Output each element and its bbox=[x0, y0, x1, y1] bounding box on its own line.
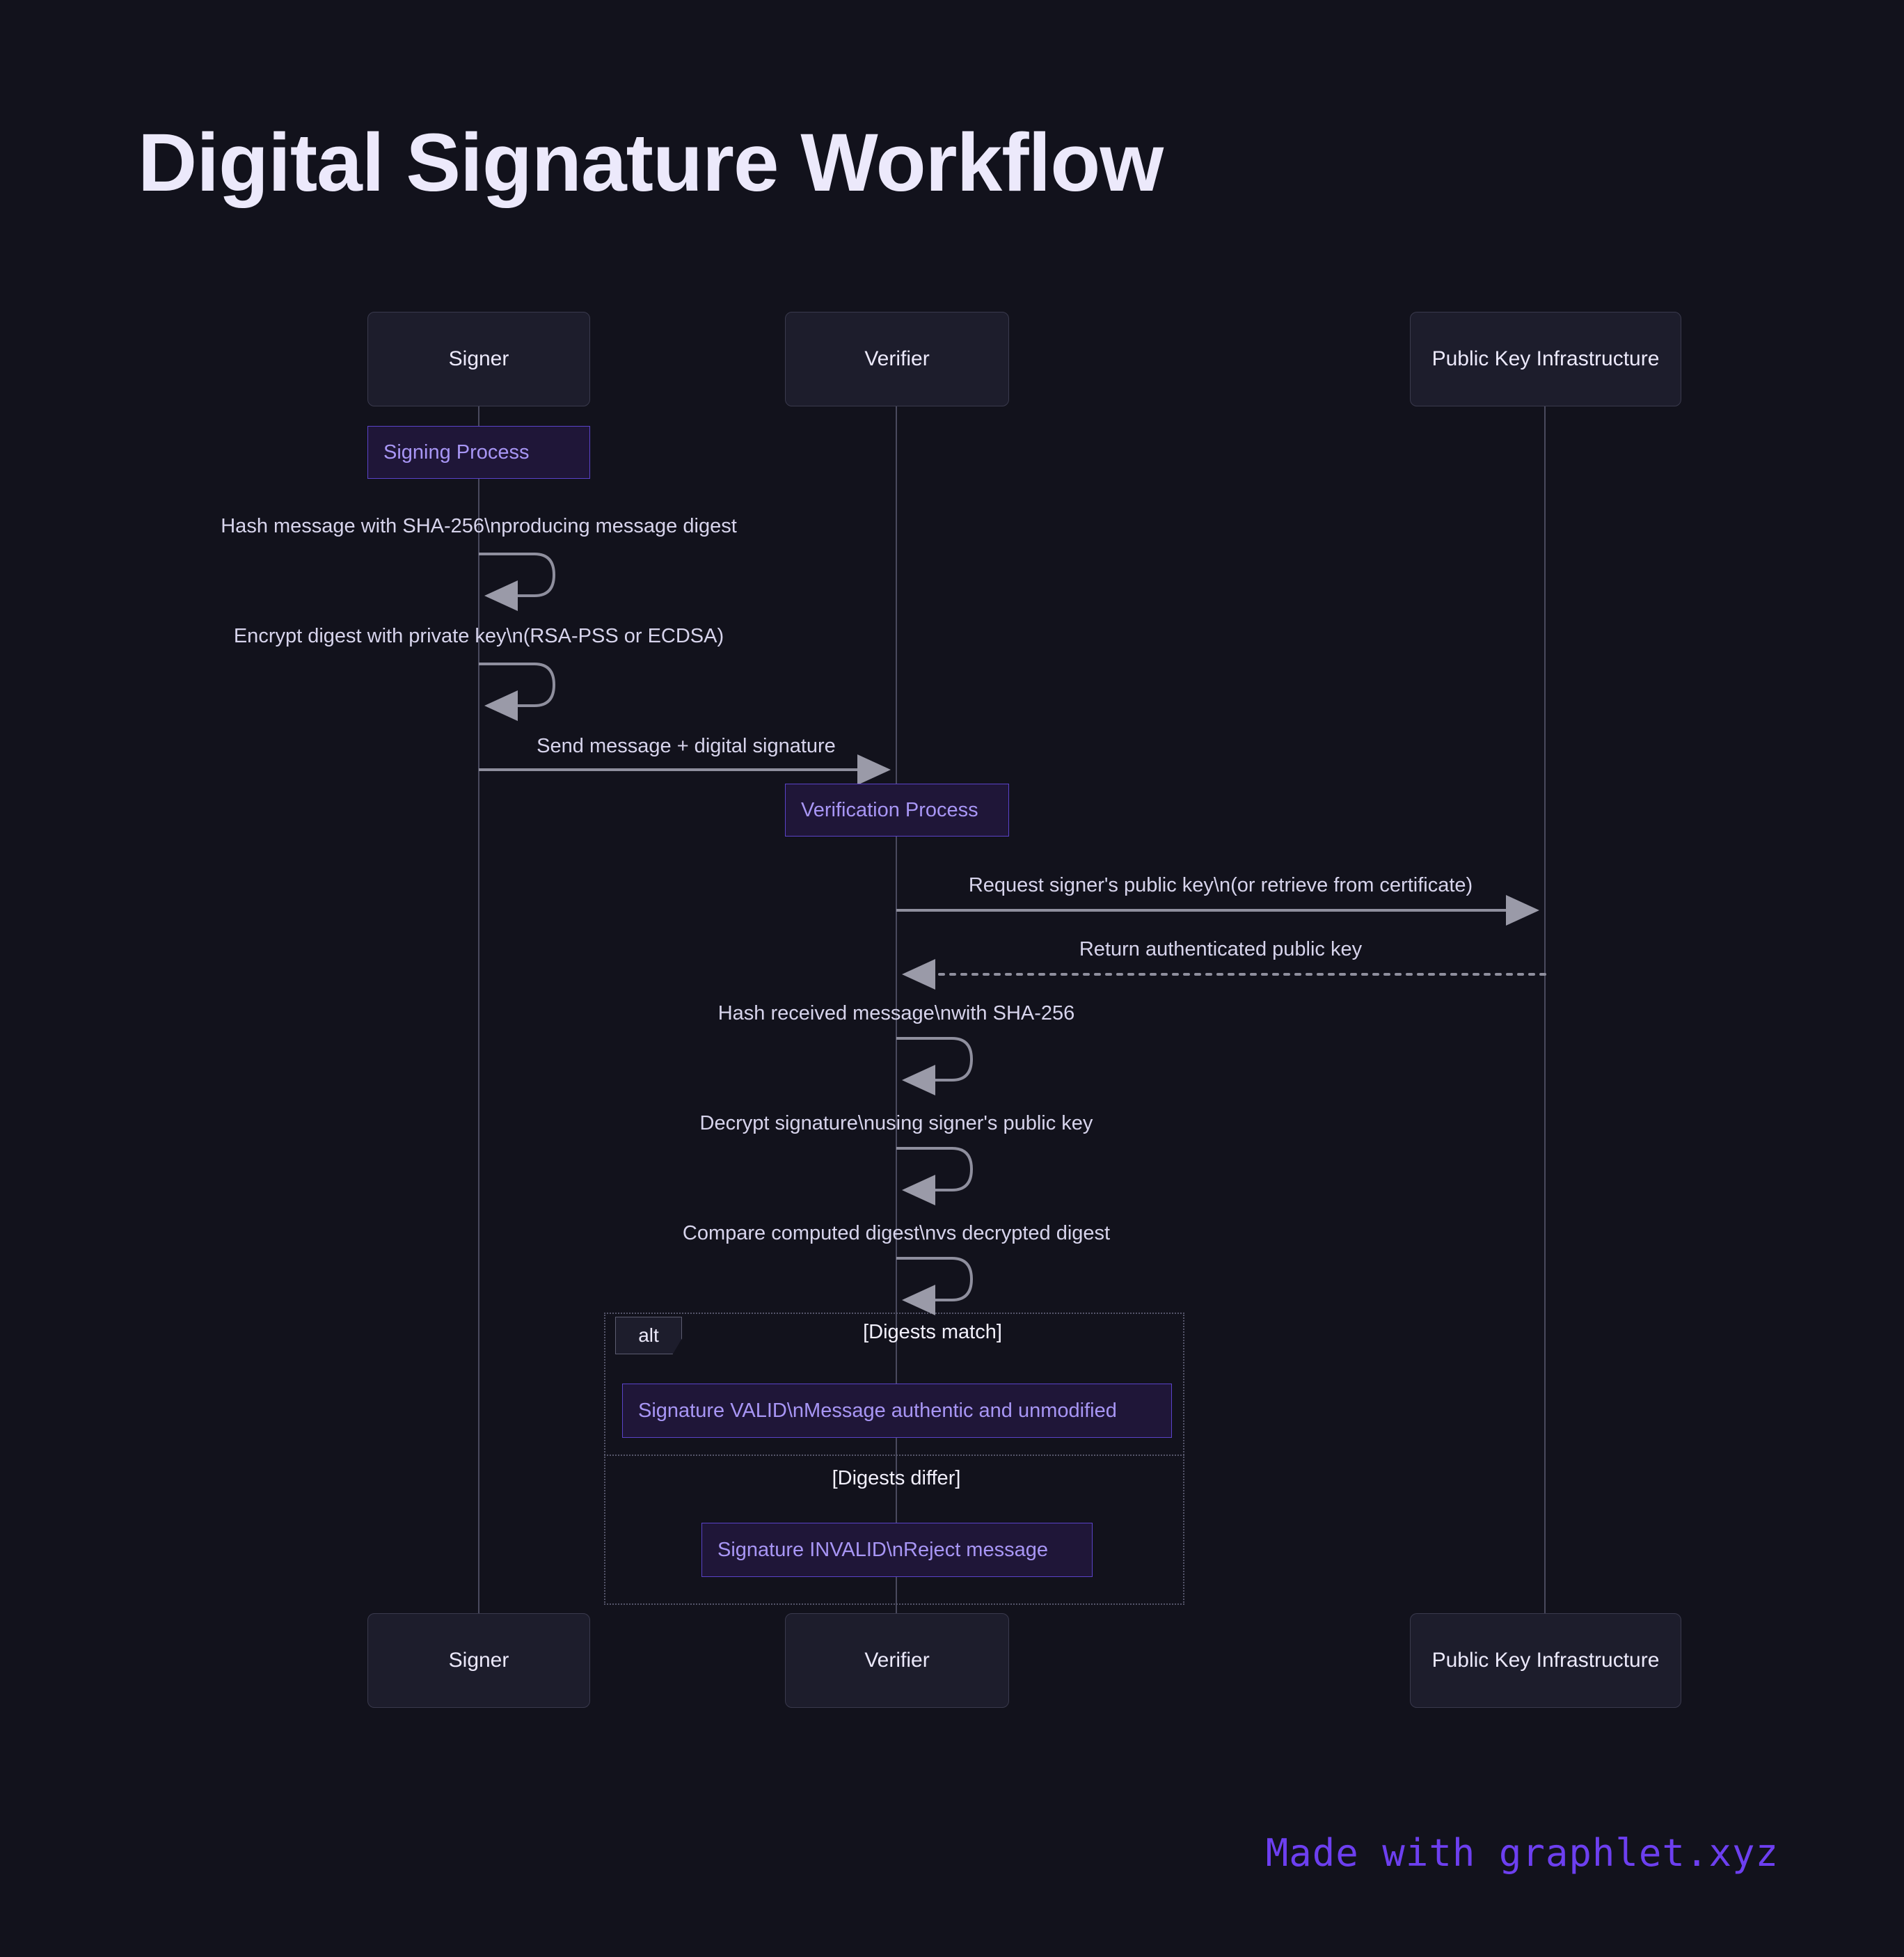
note-label: Signing Process bbox=[383, 441, 530, 464]
note-signing-process: Signing Process bbox=[367, 426, 590, 479]
self-loop-m2 bbox=[479, 663, 556, 721]
note-signature-invalid: Signature INVALID\nReject message bbox=[701, 1523, 1093, 1577]
participant-verifier-bottom[interactable]: Verifier bbox=[785, 1613, 1009, 1708]
message-label-m5: Return authenticated public key bbox=[1079, 938, 1363, 960]
lifeline-signer bbox=[478, 405, 479, 1613]
participant-verifier-top[interactable]: Verifier bbox=[785, 312, 1009, 406]
participant-signer-bottom[interactable]: Signer bbox=[367, 1613, 590, 1708]
self-loop-m1 bbox=[479, 553, 556, 611]
participant-label: Signer bbox=[448, 1649, 509, 1672]
alt-operator-label: alt bbox=[638, 1324, 659, 1346]
alt-fragment-divider bbox=[604, 1455, 1184, 1456]
note-label: Signature INVALID\nReject message bbox=[717, 1538, 1048, 1561]
watermark-made-with[interactable]: Made with graphlet.xyz bbox=[1265, 1831, 1779, 1875]
participant-label: Signer bbox=[448, 347, 509, 370]
message-label-m3: Send message + digital signature bbox=[537, 735, 836, 757]
alt-branch-condition-1: [Digests differ] bbox=[832, 1467, 961, 1489]
participant-pki-top[interactable]: Public Key Infrastructure bbox=[1410, 312, 1681, 406]
message-label-m1: Hash message with SHA-256\nproducing mes… bbox=[221, 515, 737, 537]
message-label-m4: Request signer's public key\n(or retriev… bbox=[968, 874, 1473, 896]
note-label: Verification Process bbox=[801, 798, 978, 821]
page-title: Digital Signature Workflow bbox=[138, 117, 1164, 209]
self-loop-m8 bbox=[896, 1257, 974, 1315]
message-label-m2: Encrypt digest with private key\n(RSA-PS… bbox=[233, 625, 724, 647]
participant-label: Public Key Infrastructure bbox=[1431, 347, 1660, 370]
note-label: Signature VALID\nMessage authentic and u… bbox=[638, 1399, 1117, 1422]
participant-pki-bottom[interactable]: Public Key Infrastructure bbox=[1410, 1613, 1681, 1708]
participant-label: Verifier bbox=[864, 347, 930, 370]
message-label-m6: Hash received message\nwith SHA-256 bbox=[717, 1002, 1075, 1024]
message-label-m7: Decrypt signature\nusing signer's public… bbox=[699, 1112, 1093, 1134]
message-label-m8: Compare computed digest\nvs decrypted di… bbox=[682, 1222, 1111, 1244]
note-signature-valid: Signature VALID\nMessage authentic and u… bbox=[622, 1384, 1172, 1438]
participant-signer-top[interactable]: Signer bbox=[367, 312, 590, 406]
lifeline-pki bbox=[1544, 405, 1546, 1613]
lifeline-verifier bbox=[896, 405, 897, 1613]
self-loop-m7 bbox=[896, 1147, 974, 1205]
note-verification-process: Verification Process bbox=[785, 784, 1009, 837]
alt-operator-tab: alt bbox=[615, 1317, 682, 1354]
self-loop-m6 bbox=[896, 1037, 974, 1095]
participant-label: Public Key Infrastructure bbox=[1431, 1649, 1660, 1672]
alt-branch-condition-0: [Digests match] bbox=[863, 1321, 1002, 1343]
alt-fragment-frame bbox=[604, 1313, 1184, 1605]
participant-label: Verifier bbox=[864, 1649, 930, 1672]
